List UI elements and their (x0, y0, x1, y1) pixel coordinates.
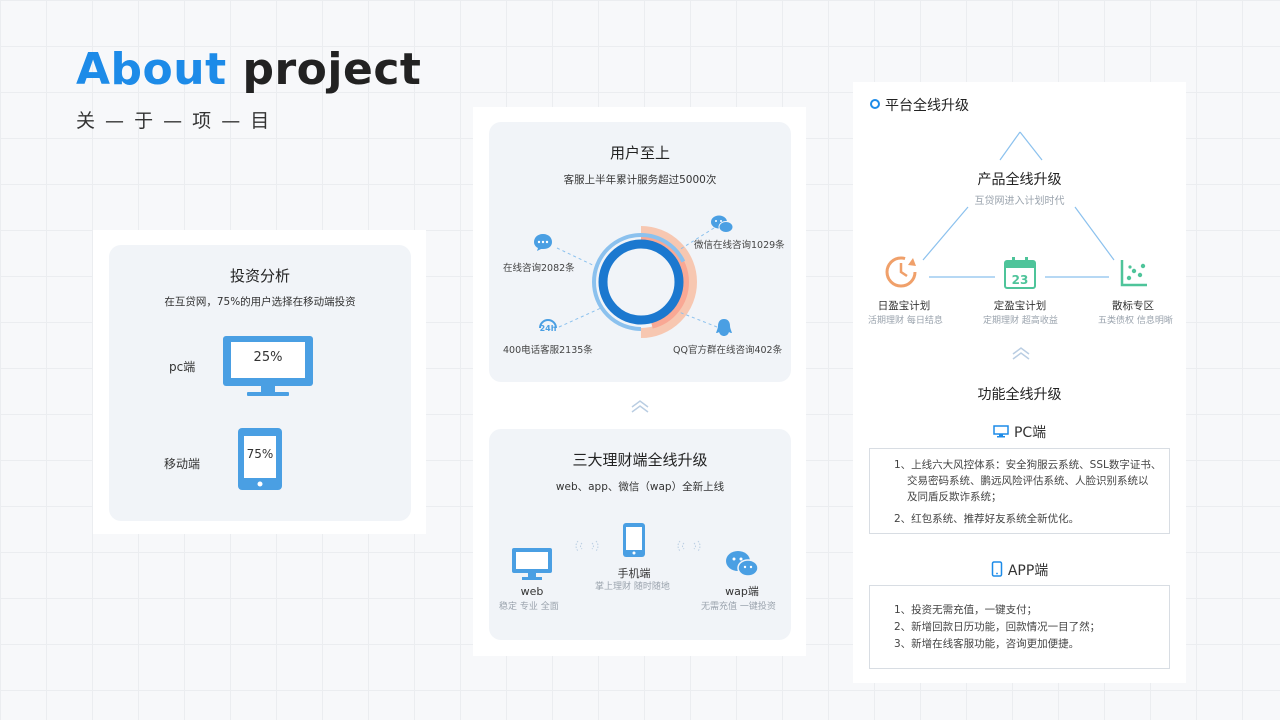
platform-title: 平台全线升级 (885, 98, 969, 114)
svg-text:24h: 24h (540, 324, 557, 333)
mobile-value: 75% (246, 447, 274, 461)
wap-desc: 无需充值 一键投资 (701, 602, 776, 612)
pc-item-1b: 交易密码系统、鹏远风险评估系统、人脸识别系统以 (907, 475, 1149, 487)
scatter-desc: 五类债权 信息明晰 (1098, 316, 1173, 326)
pc-box: 1、上线六大风控体系：安全狗服云系统、SSL数字证书、 交易密码系统、鹏远风险评… (869, 448, 1170, 534)
mobile-terminal-label: 手机端 (617, 567, 651, 580)
pc-monitor-icon (993, 425, 1009, 438)
invest-panel: 投资分析 在互贷网，75%的用户选择在移动端投资 pc端 25% 移动端 75% (109, 245, 411, 521)
users-card: 用户至上 客服上半年累计服务超过5000次 在线咨询2082条 微信在线咨询10… (473, 107, 806, 656)
online-label: 在线咨询2082条 (503, 263, 575, 274)
pc-item-1c: 及同盾反欺诈系统； (907, 491, 1002, 503)
daily-plan-label: 日盈宝计划 (877, 300, 931, 312)
terminals-subtitle: web、app、微信（wap）全新上线 (555, 481, 725, 493)
platform-card: 平台全线升级 产品全线升级 互贷网进入计划时代 日盈宝计划 活期理财 每日结息 … (853, 82, 1186, 683)
daily-plan-desc: 活期理财 每日结息 (868, 316, 943, 326)
ring-bullet-icon (870, 99, 880, 109)
fixed-plan-label: 定盈宝计划 (993, 300, 1047, 312)
chevron-up-icon (631, 400, 649, 413)
pc-item-1: 1、上线六大风控体系：安全狗服云系统、SSL数字证书、 (894, 459, 1162, 471)
scatter-label: 散标专区 (1112, 300, 1154, 312)
title-about: About (76, 44, 227, 95)
terminals-title: 三大理财端全线升级 (572, 451, 708, 469)
app-section-title: APP端 (1007, 563, 1049, 579)
page-subtitle: 关 — 于 — 项 — 目 (76, 110, 272, 132)
phone-label: 400电话客服2135条 (503, 345, 593, 356)
calendar-day: 23 (1012, 273, 1029, 287)
app-item-2: 2、新增回款日历功能，回款情况一目了然； (894, 621, 1101, 633)
phone-24h-icon: 24h (539, 319, 557, 333)
product-title: 产品全线升级 (977, 172, 1062, 188)
web-desc: 稳定 专业 全面 (499, 602, 559, 612)
triangle-lines (922, 131, 1115, 278)
wap-wechat-icon (726, 551, 759, 577)
chat-bubble-icon (534, 234, 552, 251)
smartphone-icon (623, 523, 645, 557)
users-title: 用户至上 (609, 144, 670, 162)
fixed-plan-desc: 定期理财 超高收益 (983, 316, 1058, 326)
signal-left-icon (575, 540, 599, 552)
web-monitor-icon (512, 548, 552, 580)
pc-value: 25% (253, 350, 283, 365)
calendar-icon: 23 (1004, 257, 1036, 289)
clock-refresh-icon (885, 256, 917, 288)
wechat-icon (711, 215, 734, 233)
web-label: web (520, 585, 544, 598)
scatter-chart-icon (1120, 260, 1147, 287)
qq-icon (716, 319, 732, 336)
qq-label: QQ官方群在线咨询402条 (673, 345, 783, 356)
monitor-icon (223, 336, 313, 396)
signal-right-icon (677, 540, 701, 552)
invest-subtitle: 在互贷网，75%的用户选择在移动端投资 (164, 296, 356, 308)
invest-card: 投资分析 在互贷网，75%的用户选择在移动端投资 pc端 25% 移动端 75% (93, 230, 426, 534)
pc-label: pc端 (169, 360, 196, 374)
users-panel: 用户至上 客服上半年累计服务超过5000次 在线咨询2082条 微信在线咨询10… (489, 122, 791, 382)
mobile-terminal-desc: 掌上理财 随时随地 (595, 582, 670, 592)
app-phone-icon (991, 561, 1002, 577)
invest-title: 投资分析 (229, 267, 290, 285)
app-item-3: 3、新增在线客服功能，咨询更加便捷。 (894, 638, 1080, 650)
page-title: About project (76, 44, 421, 95)
pc-section-heading: PC端 (853, 422, 1186, 442)
wechat-label: 微信在线咨询1029条 (694, 240, 785, 251)
terminals-panel: 三大理财端全线升级 web、app、微信（wap）全新上线 web 稳定 专业 … (489, 429, 791, 640)
app-section-heading: APP端 (853, 560, 1186, 580)
function-title: 功能全线升级 (977, 387, 1062, 403)
pc-section-title: PC端 (1013, 425, 1047, 441)
wap-label: wap端 (725, 585, 759, 598)
app-item-1: 1、投资无需充值，一键支付； (894, 604, 1038, 616)
mobile-label: 移动端 (164, 457, 201, 471)
product-subtitle: 互贷网进入计划时代 (974, 196, 1065, 207)
title-project: project (242, 44, 422, 95)
app-box: 1、投资无需充值，一键支付； 2、新增回款日历功能，回款情况一目了然； 3、新增… (869, 585, 1170, 669)
tablet-icon (238, 428, 282, 490)
users-subtitle: 客服上半年累计服务超过5000次 (563, 174, 717, 186)
chevron-up-icon-2 (1012, 347, 1030, 360)
pc-item-2: 2、红包系统、推荐好友系统全新优化。 (894, 513, 1080, 525)
service-donut-chart (556, 226, 718, 338)
